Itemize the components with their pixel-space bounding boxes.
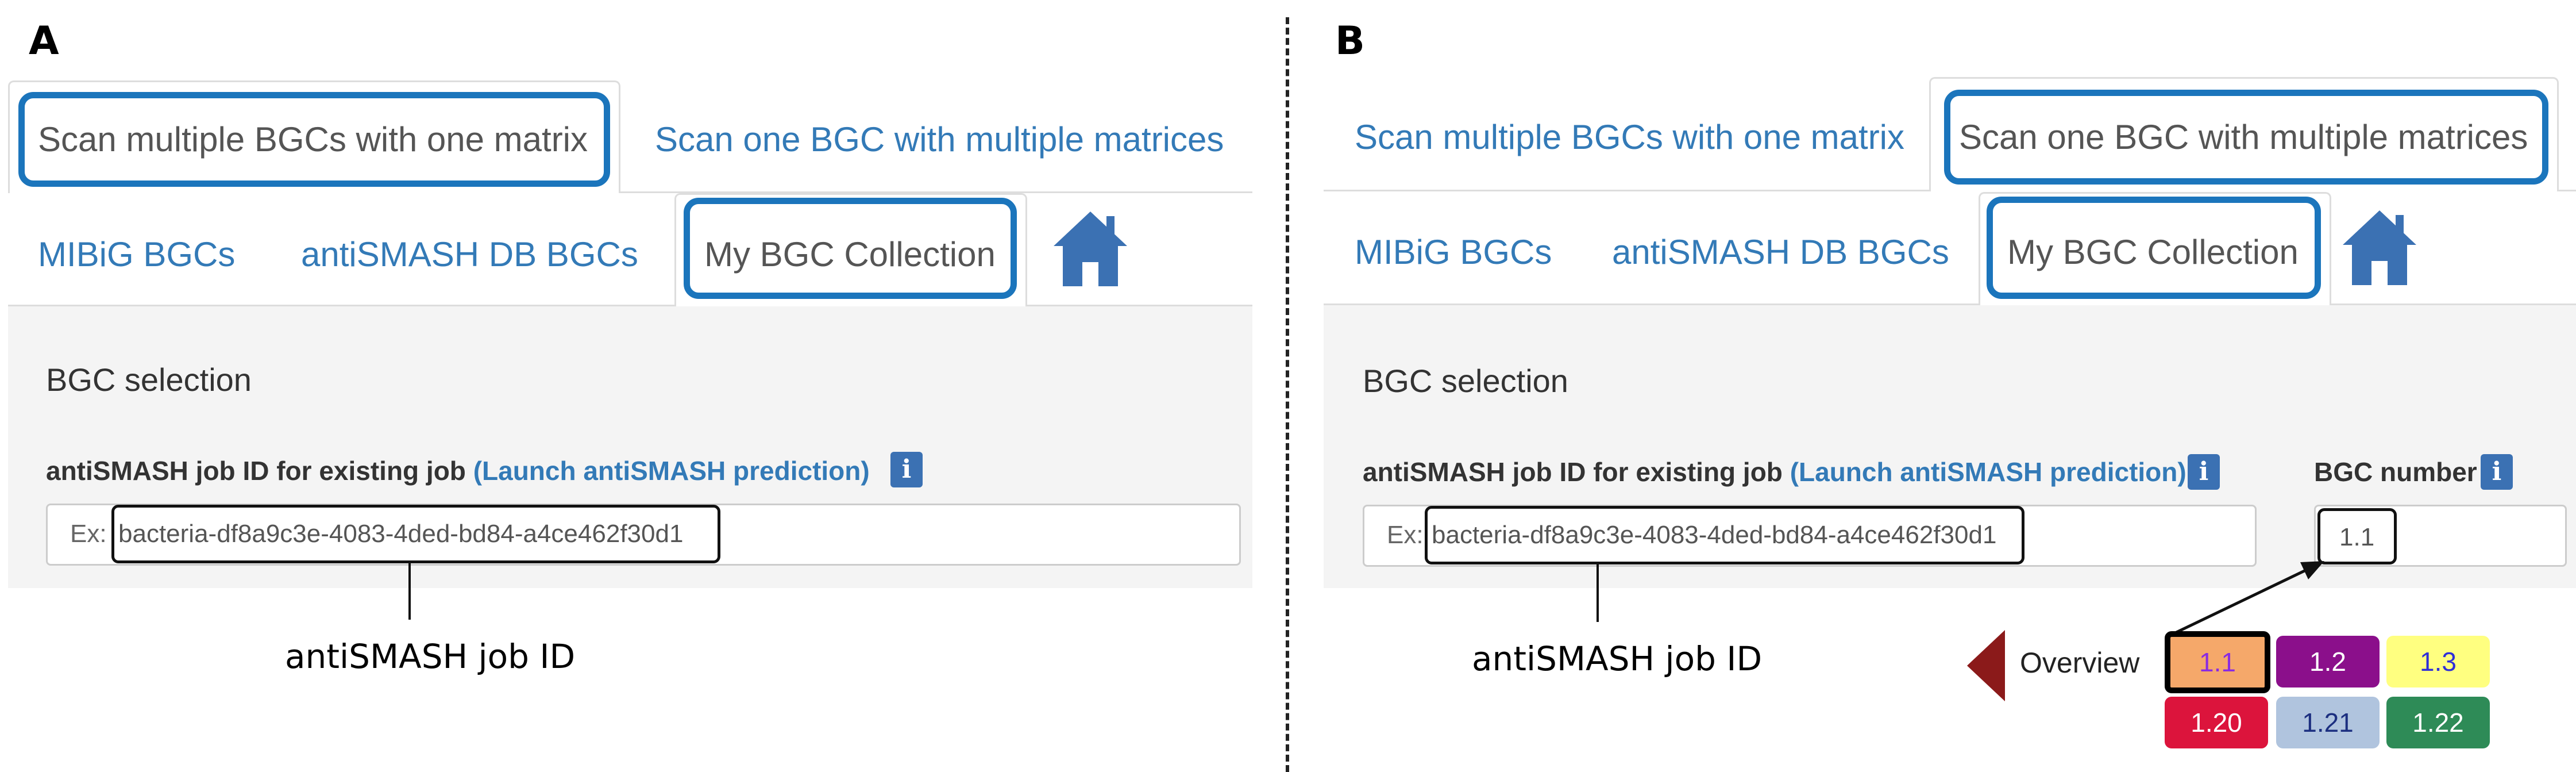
job-id-placeholder: Ex: [1387, 521, 1424, 549]
job-id-input[interactable] [1363, 505, 2257, 567]
launch-antismash-link[interactable]: (Launch antiSMASH prediction) [1790, 457, 2186, 487]
bgc-chip-1-22[interactable]: 1.22 [2386, 697, 2490, 748]
tab-highlight-box [684, 198, 1017, 299]
tab-strip-row2 [8, 305, 1252, 306]
bgc-number-input[interactable] [2314, 505, 2567, 567]
bgc-chip-1-20[interactable]: 1.20 [2165, 697, 2268, 748]
tab-scan-multiple[interactable]: Scan multiple BGCs with one matrix [1355, 118, 1905, 156]
info-icon[interactable]: i [2481, 454, 2513, 490]
bgc-number-value[interactable]: 1.1 [2339, 523, 2375, 551]
panel-divider [1286, 17, 1289, 772]
bgc-number-callout-box [2317, 508, 2397, 564]
tab-scan-multiple[interactable] [8, 80, 620, 193]
overview-arrow-icon[interactable] [1967, 630, 2005, 701]
bgc-number-label: BGC number [2314, 457, 2477, 487]
job-id-input[interactable] [46, 504, 1241, 566]
panel-letter-b: B [1335, 18, 1365, 64]
info-icon[interactable]: i [2188, 454, 2220, 490]
job-id-label: antiSMASH job ID for existing job (Launc… [1363, 457, 2186, 487]
job-id-callout-box [1425, 506, 2024, 564]
tab-my-bgc-collection[interactable] [674, 193, 1027, 306]
tab-scan-one[interactable]: Scan one BGC with multiple matrices [655, 120, 1224, 159]
bgc-chip-1-3[interactable]: 1.3 [2386, 636, 2490, 687]
tab-highlight-box [1944, 90, 2548, 185]
bgc-chip-1-2[interactable]: 1.2 [2276, 636, 2380, 687]
tab-my-bgc-collection[interactable] [1979, 192, 2331, 305]
job-id-value[interactable]: bacteria-df8a9c3e-4083-4ded-bd84-a4ce462… [1432, 521, 1997, 549]
tab-my-bgc-collection-label[interactable]: My BGC Collection [704, 235, 996, 274]
bgc-chip-1-21[interactable]: 1.21 [2276, 697, 2380, 748]
panel-letter-a: A [29, 18, 59, 64]
job-id-placeholder: Ex: [70, 520, 107, 548]
callout-line [1596, 564, 1599, 622]
callout-line [408, 563, 411, 620]
info-icon[interactable]: i [890, 452, 923, 487]
section-title: BGC selection [46, 362, 252, 398]
overview-link[interactable]: Overview [2020, 647, 2140, 679]
tab-mibig-bgcs[interactable]: MIBiG BGCs [38, 235, 236, 274]
section-title: BGC selection [1363, 363, 1568, 399]
tab-highlight-box [1987, 197, 2321, 299]
job-id-callout-label: antiSMASH job ID [285, 637, 576, 676]
tab-strip-row1 [8, 191, 1252, 193]
tab-scan-one-label[interactable]: Scan one BGC with multiple matrices [1959, 118, 2528, 156]
tab-scan-one[interactable] [1929, 77, 2559, 191]
job-id-value[interactable]: bacteria-df8a9c3e-4083-4ded-bd84-a4ce462… [118, 520, 684, 548]
tab-scan-multiple-label[interactable]: Scan multiple BGCs with one matrix [38, 120, 588, 159]
tab-strip-row2 [1324, 304, 2576, 305]
job-id-callout-label: antiSMASH job ID [1472, 639, 1763, 678]
job-id-callout-box [111, 505, 720, 563]
tab-antismash-db-bgcs[interactable]: antiSMASH DB BGCs [301, 235, 638, 274]
home-icon[interactable] [2340, 207, 2419, 287]
launch-antismash-link[interactable]: (Launch antiSMASH prediction) [473, 456, 870, 486]
tab-mibig-bgcs[interactable]: MIBiG BGCs [1355, 233, 1552, 271]
tab-highlight-box [18, 92, 610, 187]
tab-my-bgc-collection-label[interactable]: My BGC Collection [2007, 233, 2299, 271]
job-id-label: antiSMASH job ID for existing job (Launc… [46, 456, 870, 486]
tab-antismash-db-bgcs[interactable]: antiSMASH DB BGCs [1612, 233, 1949, 271]
bgc-chip-1-1[interactable]: 1.1 [2165, 631, 2270, 693]
home-icon[interactable] [1051, 208, 1129, 289]
